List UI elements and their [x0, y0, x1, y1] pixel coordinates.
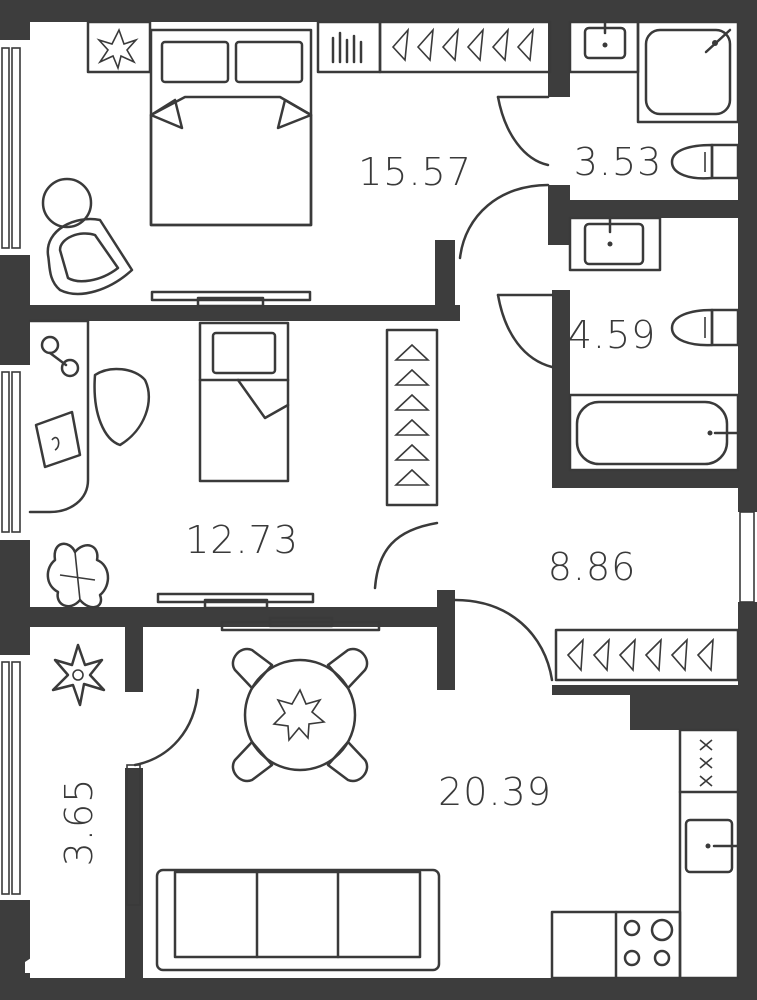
- wardrobe-icon: [554, 628, 740, 682]
- plant-icon: [46, 542, 110, 609]
- wardrobe-icon: [378, 20, 552, 74]
- door-swing: [496, 293, 554, 369]
- kitchen-living: 20.39: [155, 616, 740, 980]
- room-area-bedroom-main: 15.57: [358, 150, 472, 194]
- balcony: 3.65: [51, 643, 200, 906]
- shower-icon: [636, 20, 740, 124]
- room-area-hallway: 8.86: [548, 545, 637, 589]
- room-area-balcony: 3.65: [57, 778, 101, 867]
- bedroom-second: 12.73: [28, 319, 439, 610]
- hallway: 8.86: [453, 545, 740, 682]
- chair-icon: [326, 647, 369, 690]
- desk-chair-icon: [93, 367, 150, 447]
- door-swing: [453, 598, 554, 682]
- toilet-icon: [670, 308, 740, 347]
- windows: [1, 47, 755, 895]
- bathroom-large: 4.59: [496, 216, 740, 472]
- room-area-bathroom-large: 4.59: [568, 313, 657, 357]
- door-swing: [496, 95, 550, 167]
- round-table-icon: [41, 177, 93, 229]
- watermark-text: Домклик: [48, 961, 116, 976]
- chair-icon: [231, 740, 274, 783]
- bookshelf-icon: [316, 20, 382, 74]
- chair-icon: [326, 740, 369, 783]
- door-swing: [458, 183, 550, 260]
- room-area-kitchen-living: 20.39: [438, 770, 552, 814]
- bedroom-main: 15.57: [41, 20, 552, 308]
- door-swing: [373, 521, 439, 590]
- room-area-bedroom-second: 12.73: [185, 518, 299, 562]
- wardrobe-icon: [385, 328, 439, 507]
- kitchen-counter-icon: [550, 728, 740, 980]
- chair-icon: [231, 647, 274, 690]
- door-swing: [133, 688, 200, 767]
- laptop-icon: [34, 410, 82, 469]
- radiator-icon: [150, 290, 312, 302]
- room-area-bathroom-small: 3.53: [574, 140, 663, 184]
- bathroom-small: 3.53: [568, 20, 740, 184]
- sofa-icon: [155, 868, 441, 972]
- dining-table-icon: [231, 647, 369, 783]
- toilet-icon: [670, 143, 740, 180]
- plant-icon: [51, 643, 106, 707]
- house-logo-icon: [25, 956, 43, 973]
- radiator-icon: [156, 592, 315, 604]
- radiator-icon: [220, 620, 381, 632]
- watermark: Домклик: [25, 956, 116, 976]
- armchair-icon: [46, 217, 134, 296]
- lamp-icon: [40, 335, 60, 355]
- double-bed-icon: [149, 28, 313, 227]
- single-bed-icon: [198, 321, 290, 483]
- bathtub-icon: [568, 393, 740, 472]
- desk-icon: [28, 319, 90, 514]
- sink-icon: [568, 216, 662, 272]
